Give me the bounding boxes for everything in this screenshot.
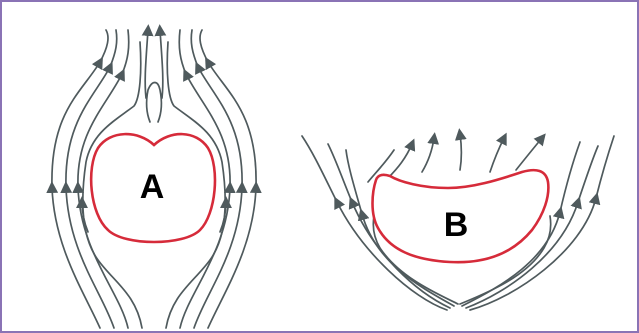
streamline-a-c2 — [160, 30, 163, 98]
streamline-b-7 — [460, 134, 462, 170]
streamline-b-5 — [388, 144, 412, 178]
streamline-a-center — [147, 83, 162, 123]
streamline-b-9 — [516, 138, 542, 170]
streamline-b-6 — [422, 138, 434, 172]
streamline-b-8 — [490, 138, 504, 172]
cell-a-group: A — [52, 30, 256, 328]
streamline-a-c1 — [145, 30, 148, 98]
cell-b-label: B — [444, 206, 469, 244]
cell-b-group: B — [302, 134, 614, 310]
cell-a-label: A — [140, 168, 165, 206]
